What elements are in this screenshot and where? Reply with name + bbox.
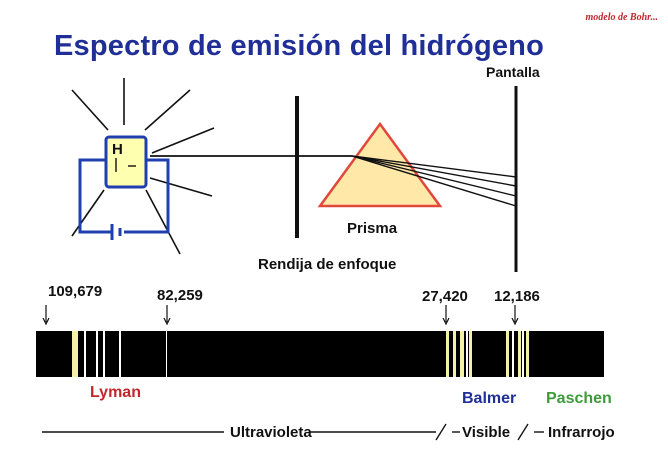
paschen-series-label: Paschen: [546, 390, 612, 407]
lyman-lines: [72, 331, 167, 377]
region-lines: [42, 423, 544, 441]
prism-label: Prisma: [347, 220, 398, 237]
wavenumber-label-1: 82,259: [157, 287, 203, 304]
spectrum-band: [36, 331, 604, 377]
wavenumber-label-3: 12,186: [494, 288, 540, 305]
dispersed-rays: [351, 155, 517, 207]
infrared-region-label: Infrarrojo: [548, 424, 615, 441]
lamp-circuit: [78, 135, 170, 240]
ultraviolet-region-label: Ultravioleta: [230, 424, 312, 441]
lyman-series-label: Lyman: [90, 384, 141, 401]
lamp-label: H: [112, 141, 123, 158]
screen-label: Pantalla: [486, 64, 540, 80]
slit-label: Rendija de enfoque: [258, 256, 397, 273]
light-rays: [71, 78, 215, 255]
wavenumber-label-0: 109,679: [48, 283, 103, 300]
wavenumber-markers: [42, 305, 519, 326]
balmer-series-label: Balmer: [462, 390, 517, 407]
visible-region-label: Visible: [462, 424, 511, 441]
page-title: Espectro de emisión del hidrógeno: [54, 30, 545, 62]
attribution: modelo de Bohr...: [585, 12, 658, 23]
wavenumber-label-2: 27,420: [422, 288, 468, 305]
electrode-lines: [115, 158, 136, 172]
paschen-lines: [506, 331, 529, 377]
balmer-lines: [446, 331, 472, 377]
